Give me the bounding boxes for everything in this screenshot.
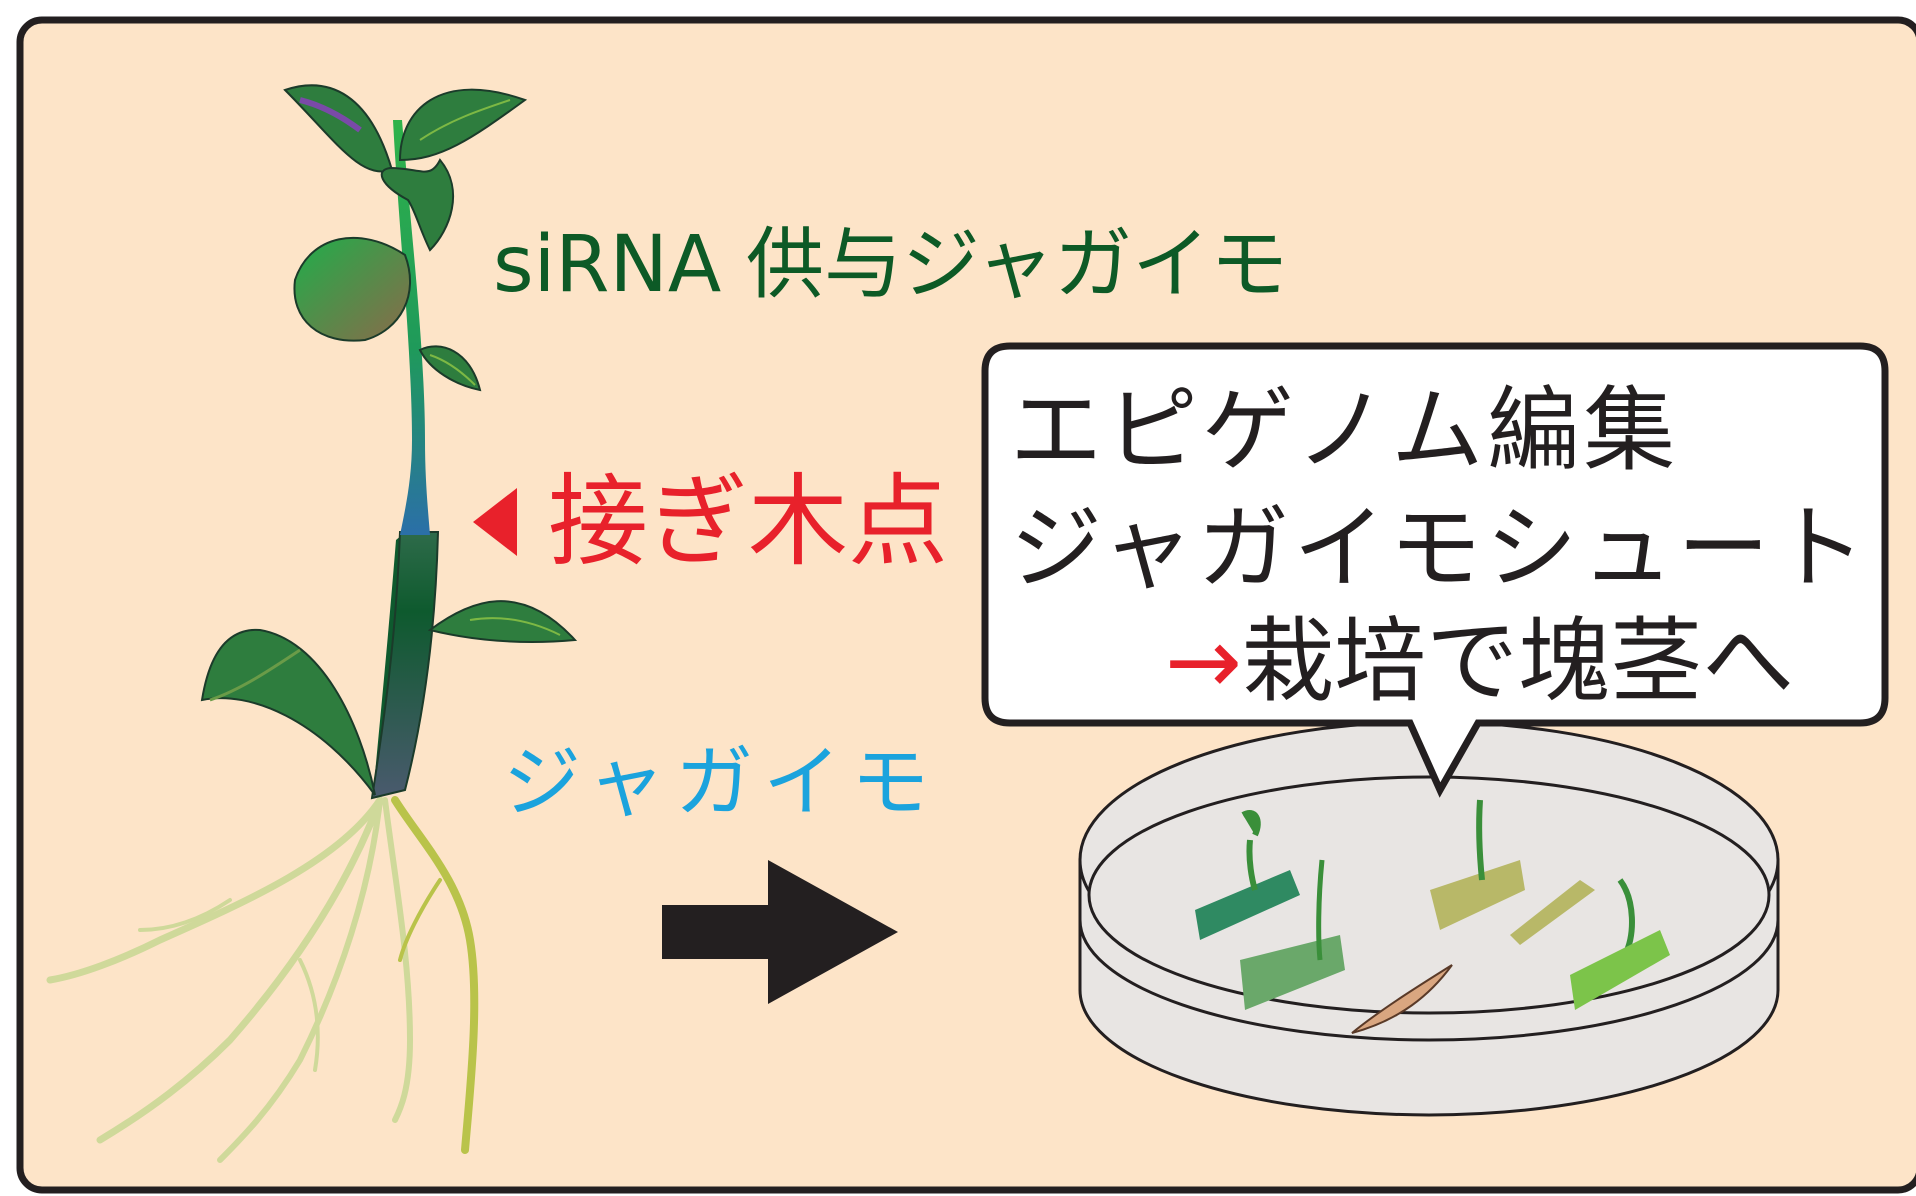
roots [46, 796, 479, 1163]
callout-line-3-text: 栽培で塊茎へ [1242, 608, 1795, 715]
callout-line-2: ジャガイモシュート [1010, 495, 1870, 602]
callout-bubble [981, 342, 1889, 798]
potato-label: ジャガイモ [503, 738, 940, 828]
plantlets [1195, 799, 1670, 1034]
graft-point-label: 接ぎ木点 [548, 463, 948, 580]
rootstock-plant [200, 530, 578, 800]
petri-dish [1078, 720, 1780, 1117]
scion-plant [283, 84, 528, 535]
right-arrow-icon [662, 860, 898, 1004]
callout-line-1: エピゲノム編集 [1010, 377, 1680, 484]
red-arrow-glyph: → [1165, 608, 1243, 715]
callout-line-3: →栽培で塊茎へ [1165, 616, 1794, 708]
donor-label: siRNA 供与ジャガイモ [493, 220, 1289, 310]
left-triangle-icon [473, 488, 517, 556]
